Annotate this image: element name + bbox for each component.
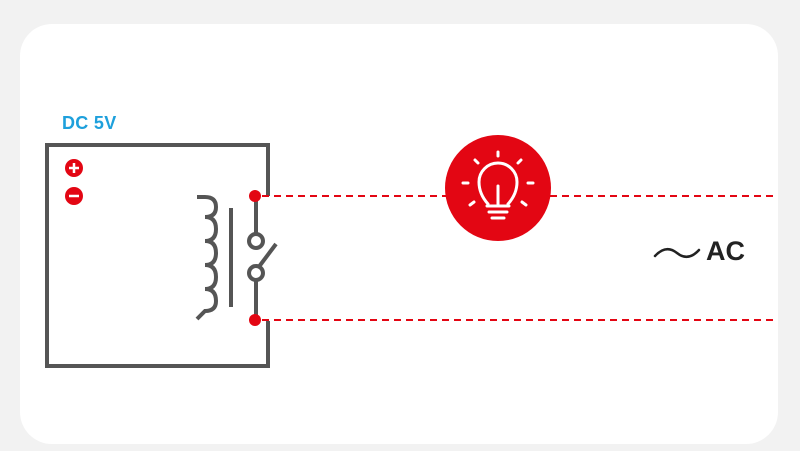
relay-housing xyxy=(45,143,270,368)
relay-switch-contact-icon xyxy=(247,196,278,320)
relay-coil-icon xyxy=(195,195,233,321)
diagram-card xyxy=(20,24,778,444)
dc-supply-label: DC 5V xyxy=(62,113,117,133)
sine-wave-icon xyxy=(653,247,701,259)
terminal-bottom xyxy=(249,314,261,326)
ac-supply-label: AC xyxy=(706,236,745,266)
terminal-top xyxy=(249,190,261,202)
minus-circle-icon xyxy=(65,187,83,205)
plus-circle-icon xyxy=(65,159,83,177)
light-bulb-icon xyxy=(445,135,551,241)
